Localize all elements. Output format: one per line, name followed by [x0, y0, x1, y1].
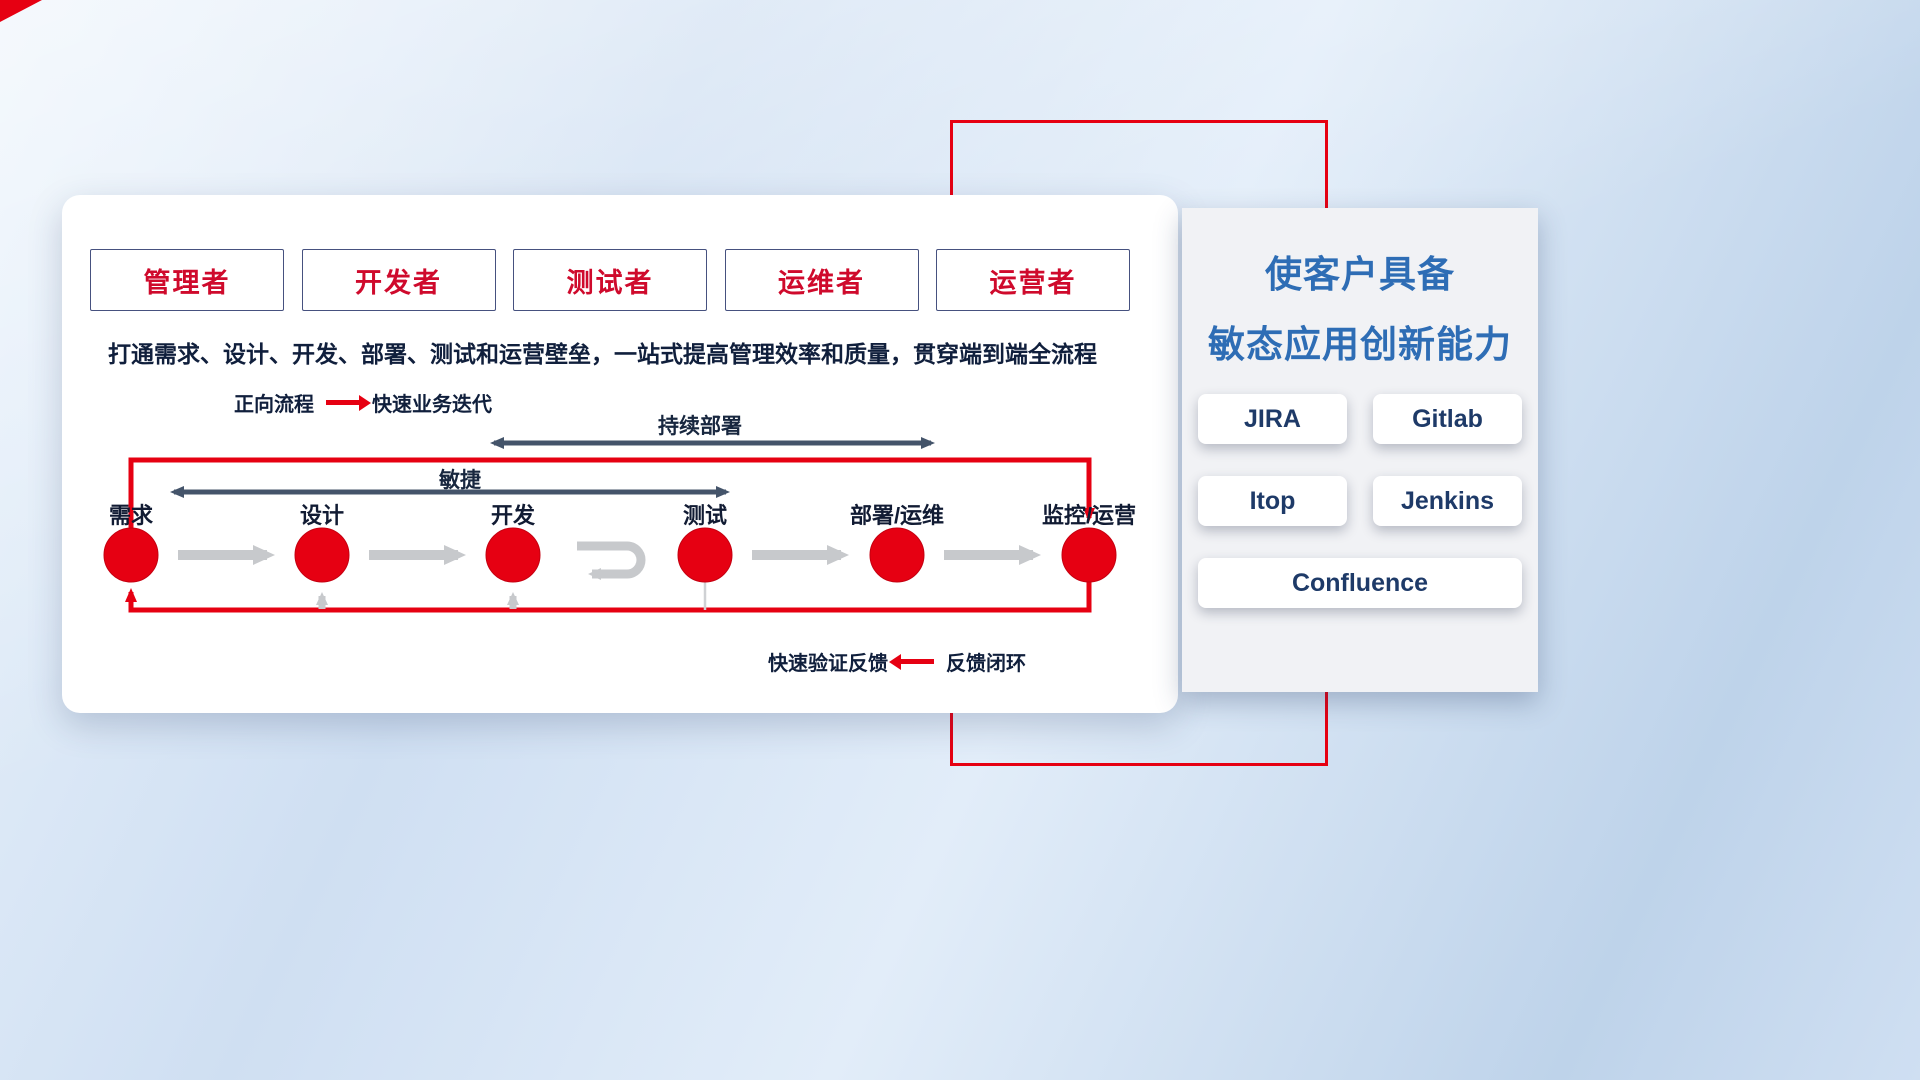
tool-box-gitlab: Gitlab — [1373, 394, 1522, 444]
legend-feedback-desc: 快速验证反馈 — [768, 653, 888, 675]
tool-box-confluence: Confluence — [1198, 558, 1522, 608]
tool-box-jira: JIRA — [1198, 394, 1347, 444]
capability-panel: 使客户具备 敏态应用创新能力 JIRA Gitlab Itop Jenkins … — [1182, 208, 1538, 692]
role-box-manager: 管理者 — [90, 249, 284, 311]
panel-title-line1: 使客户具备 — [1265, 254, 1455, 295]
node-label-deploy-ops: 部署/运维 — [849, 503, 945, 528]
role-box-ops: 运维者 — [724, 249, 919, 311]
node-label-monitor-operate: 监控/运营 — [1041, 503, 1137, 528]
roles-row: 管理者 开发者 测试者 运维者 运营者 — [90, 249, 1130, 311]
node-circle-monitor-operate — [1061, 527, 1117, 583]
node-label-requirement: 需求 — [108, 503, 153, 528]
legend-forward: 正向流程 快速业务迭代 — [234, 388, 492, 417]
role-box-operator: 运营者 — [936, 249, 1130, 311]
forward-arrow-icon — [326, 400, 360, 405]
agile-label: 敏捷 — [439, 469, 481, 492]
legend-feedback-label: 反馈闭环 — [946, 653, 1026, 675]
role-box-tester: 测试者 — [513, 249, 707, 311]
node-circle-requirement — [103, 527, 159, 583]
legend-forward-desc: 快速业务迭代 — [372, 394, 492, 416]
node-circle-design — [294, 527, 350, 583]
panel-title-line2: 敏态应用创新能力 — [1208, 324, 1512, 365]
flow-diagram-svg — [103, 437, 1117, 613]
corner-accent-icon — [0, 0, 42, 22]
node-label-test: 测试 — [682, 503, 727, 528]
node-circle-deploy-ops — [869, 527, 925, 583]
workflow-card: 管理者 开发者 测试者 运维者 运营者 打通需求、设计、开发、部署、测试和运营壁… — [62, 195, 1178, 713]
role-box-developer: 开发者 — [301, 249, 496, 311]
tool-box-jenkins: Jenkins — [1373, 476, 1522, 526]
node-label-develop: 开发 — [490, 503, 535, 528]
legend-forward-label: 正向流程 — [234, 394, 314, 416]
forward-flow-path — [128, 457, 1095, 530]
tool-grid: JIRA Gitlab Itop Jenkins Confluence — [1198, 394, 1522, 608]
feedback-arrow-icon — [900, 659, 934, 664]
loop-arrow-icon — [577, 541, 646, 580]
card-subtitle: 打通需求、设计、开发、部署、测试和运营壁垒，一站式提高管理效率和质量，贯穿端到端… — [108, 341, 1097, 367]
tool-box-itop: Itop — [1198, 476, 1347, 526]
node-circle-test — [677, 527, 733, 583]
legend-feedback: 快速验证反馈 反馈闭环 — [768, 647, 1026, 676]
continuous-deploy-label: 持续部署 — [658, 415, 742, 438]
flow-diagram: 持续部署 敏捷 需求 设计 开发 测试 部署/运维 监控/运营 — [62, 410, 1178, 645]
node-label-design: 设计 — [299, 503, 344, 528]
node-circle-develop — [485, 527, 541, 583]
feedback-flow-path — [125, 582, 1092, 613]
